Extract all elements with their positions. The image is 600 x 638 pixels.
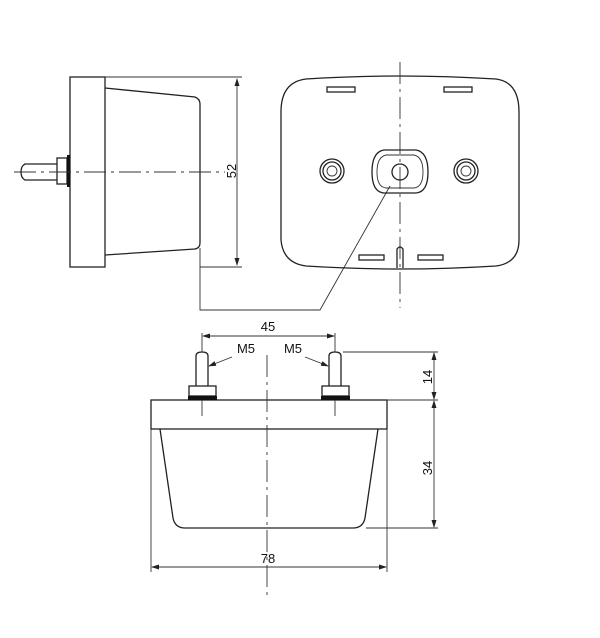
- clip-slot: [443, 86, 473, 93]
- stud-right: [321, 351, 350, 416]
- cable-hole: [391, 163, 409, 181]
- clip-slot: [326, 86, 356, 93]
- clip-slot: [417, 254, 444, 261]
- side-washer: [67, 155, 70, 187]
- front-view: [280, 62, 520, 308]
- screw-left: [319, 158, 345, 184]
- thread-leader-right: [304, 356, 329, 367]
- thread-label-right: M5: [284, 341, 302, 356]
- side-view: 52: [14, 76, 391, 311]
- side-nut: [56, 157, 68, 185]
- dimension-label-14: 14: [420, 370, 435, 384]
- front-outline: [280, 75, 520, 270]
- thread-label-left: M5: [237, 341, 255, 356]
- cable-grommet: [371, 149, 429, 194]
- dimension-label-52: 52: [224, 164, 239, 178]
- screw-right: [453, 158, 479, 184]
- side-body: [104, 87, 201, 256]
- bottom-body: [159, 428, 379, 529]
- dimension-label-34: 34: [420, 461, 435, 475]
- stud-left: [188, 351, 217, 416]
- front-nub: [396, 246, 404, 268]
- clip-slot: [358, 254, 385, 261]
- thread-leader-left: [208, 356, 233, 367]
- cable-grommet-inner: [376, 154, 424, 189]
- bottom-plate: [150, 399, 388, 430]
- dimension-label-45: 45: [261, 319, 275, 334]
- dimension-label-78: 78: [261, 551, 275, 566]
- bottom-view: 45 M5 M5 14 34 78: [150, 319, 438, 600]
- leader-line: [199, 185, 391, 311]
